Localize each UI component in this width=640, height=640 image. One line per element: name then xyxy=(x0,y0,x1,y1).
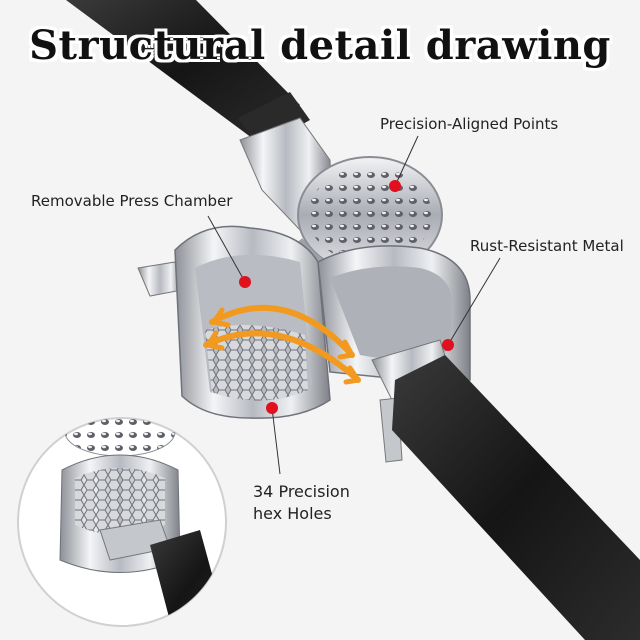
marker-rust-resistant xyxy=(442,339,454,351)
page-title: Structural detail drawing xyxy=(29,22,611,69)
marker-press-chamber xyxy=(239,276,251,288)
inset-detail xyxy=(17,417,227,627)
direction-arrows xyxy=(203,304,361,385)
label-hex-holes: 34 Precision hex Holes xyxy=(253,481,350,525)
upper-handle xyxy=(66,0,300,138)
label-hex-holes-line2: hex Holes xyxy=(253,504,332,523)
press-chamber xyxy=(137,225,331,419)
plunger-disc xyxy=(297,156,443,277)
leader-lines xyxy=(207,135,501,475)
lower-handle xyxy=(392,355,640,640)
marker-hex-holes xyxy=(266,402,278,414)
label-precision-aligned-points: Precision-Aligned Points xyxy=(380,115,559,133)
marker-precision-points xyxy=(389,180,401,192)
label-hex-holes-line1: 34 Precision xyxy=(253,482,350,501)
label-removable-press-chamber: Removable Press Chamber xyxy=(31,192,233,210)
label-rust-resistant-metal: Rust-Resistant Metal xyxy=(470,237,624,255)
